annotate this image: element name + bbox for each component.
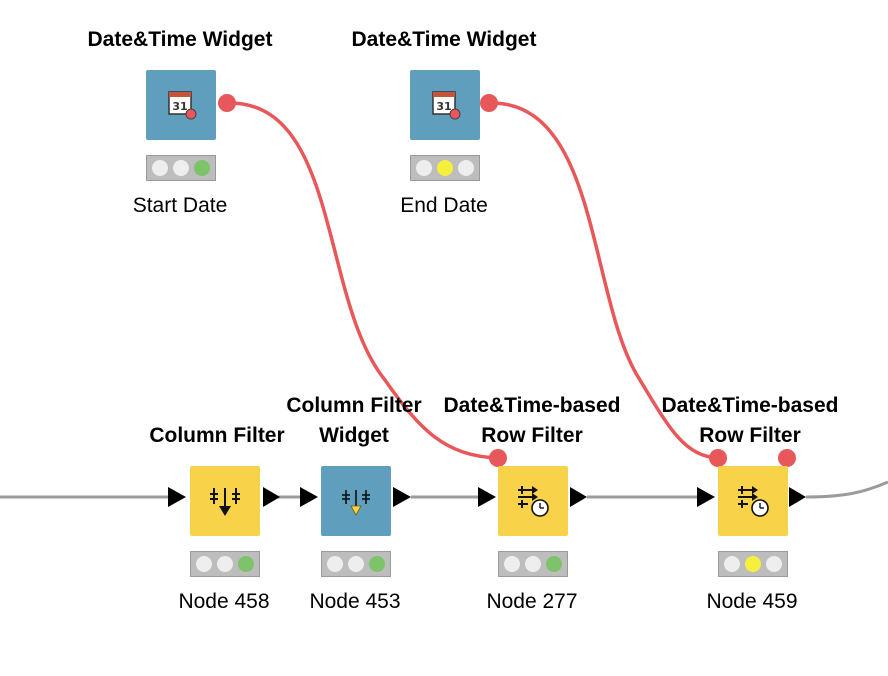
flow-variable-input-port[interactable] [709,449,727,467]
status-light-yellow [172,160,189,176]
status-light-green [765,556,782,572]
node-label[interactable]: Node 458 [178,590,270,613]
calendar-icon: 31 [168,91,197,120]
flow-variable-output-port[interactable] [778,449,796,467]
node-icon[interactable] [718,466,788,536]
column-filter-widget-icon [342,490,370,516]
svg-text:31: 31 [172,100,187,113]
status-indicator [410,155,480,181]
input-port[interactable] [478,487,496,507]
output-port[interactable] [393,487,411,507]
node-label[interactable]: Node 277 [486,590,578,613]
node-title: Date&Time-based Row Filter [661,394,839,447]
flow-variable-input-port[interactable] [489,449,507,467]
status-light-red [504,556,521,572]
status-light-yellow [347,556,364,572]
status-light-green [457,160,474,176]
output-port[interactable] [263,487,280,507]
flow-variable-connection[interactable] [488,101,719,460]
node-label[interactable]: Start Date [132,194,228,217]
flow-variable-output-port[interactable] [480,94,498,112]
output-port[interactable] [789,487,806,507]
status-light-green [368,556,385,572]
node-label[interactable]: Node 459 [706,590,798,613]
output-port[interactable] [570,487,587,507]
status-light-green [237,556,254,572]
node-label[interactable]: Node 453 [309,590,401,613]
status-indicator [190,551,260,577]
flow-variable-connection[interactable] [226,101,499,460]
calendar-icon: 31 [432,91,461,120]
svg-text:31: 31 [436,100,451,113]
status-light-red [327,556,344,572]
status-light-red [724,556,741,572]
node-icon[interactable] [190,466,260,536]
data-connection[interactable] [805,480,888,499]
row-filter-clock-icon [518,486,549,517]
status-light-yellow [216,556,233,572]
node-icon[interactable]: 31 [146,70,216,140]
status-light-yellow [524,556,541,572]
status-light-red [196,556,213,572]
status-light-green [193,160,210,176]
flow-variable-output-port[interactable] [218,94,236,112]
row-filter-clock-icon [738,486,769,517]
status-light-red [416,160,433,176]
node-label[interactable]: End Date [400,194,488,217]
status-light-green [545,556,562,572]
status-light-yellow [436,160,453,176]
status-indicator [146,155,216,181]
node-title: Column Filter Widget [286,394,422,447]
input-port[interactable] [300,487,318,507]
status-light-red [152,160,169,176]
node-title: Column Filter [149,424,285,447]
node-title: Date&Time-based Row Filter [443,394,621,447]
column-filter-icon [210,488,240,516]
status-indicator [718,551,788,577]
status-light-yellow [744,556,761,572]
input-port[interactable] [168,487,186,507]
node-title: Date&Time Widget [87,28,273,51]
node-icon[interactable] [498,466,568,536]
input-port[interactable] [697,487,715,507]
node-icon[interactable] [321,466,391,536]
node-icon[interactable]: 31 [410,70,480,140]
status-indicator [498,551,568,577]
status-indicator [321,551,391,577]
node-title: Date&Time Widget [351,28,537,51]
